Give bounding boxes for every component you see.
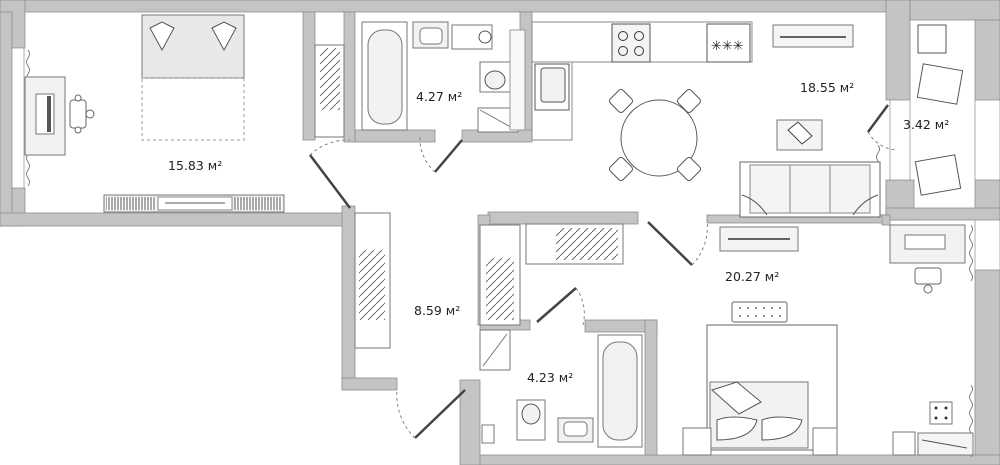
doors — [309, 104, 897, 439]
wardrobe-icon — [314, 44, 345, 138]
area-hallway: 8.59 м² — [414, 303, 460, 318]
area-kitchen-living: 18.55 м² — [800, 80, 854, 95]
toilet-icon — [516, 399, 546, 441]
sink-icon — [412, 21, 449, 49]
kitchen-sink-icon — [534, 63, 570, 111]
area-balcony: 3.42 м² — [903, 117, 949, 132]
headboard-shelf — [731, 301, 788, 323]
hallway-wardrobe-2 — [479, 224, 521, 326]
lounge-chair-icon — [914, 24, 964, 196]
utility-shelf — [509, 29, 526, 131]
washing-machine-icon — [451, 24, 493, 50]
sofa-icon — [739, 161, 881, 218]
tv-icon — [719, 226, 799, 252]
bed-icon — [141, 14, 245, 141]
desk-icon — [889, 224, 966, 264]
area-bedroom-1: 15.83 м² — [168, 158, 222, 173]
laptop-icon — [776, 119, 823, 151]
dining-table-icon — [609, 89, 701, 181]
bathtub-icon — [597, 334, 643, 448]
bed-icon — [706, 324, 838, 451]
area-bedroom-2: 20.27 м² — [725, 269, 779, 284]
hallway-wardrobe — [354, 212, 391, 349]
radiator — [481, 424, 495, 444]
chair-icon — [69, 94, 95, 134]
bedroom2-wardrobe — [525, 223, 624, 265]
area-bathroom-2: 4.23 м² — [527, 370, 573, 385]
shower-icon — [479, 329, 511, 371]
area-bathroom-1: 4.27 м² — [416, 89, 462, 104]
desk-icon — [24, 76, 66, 156]
windows — [11, 47, 1000, 271]
toilet-icon — [479, 61, 511, 93]
svg-text:✳✳✳: ✳✳✳ — [711, 39, 744, 54]
bathtub-icon — [361, 21, 408, 131]
sink-icon — [557, 417, 594, 443]
bookshelf-icon — [103, 194, 285, 213]
plant-icon — [929, 401, 953, 425]
tv-icon — [772, 24, 854, 48]
fridge-icon: ✳✳✳ — [706, 23, 751, 63]
dresser — [917, 432, 974, 456]
nightstand — [682, 427, 916, 456]
stove-icon — [611, 23, 651, 63]
chair-icon — [914, 267, 942, 294]
